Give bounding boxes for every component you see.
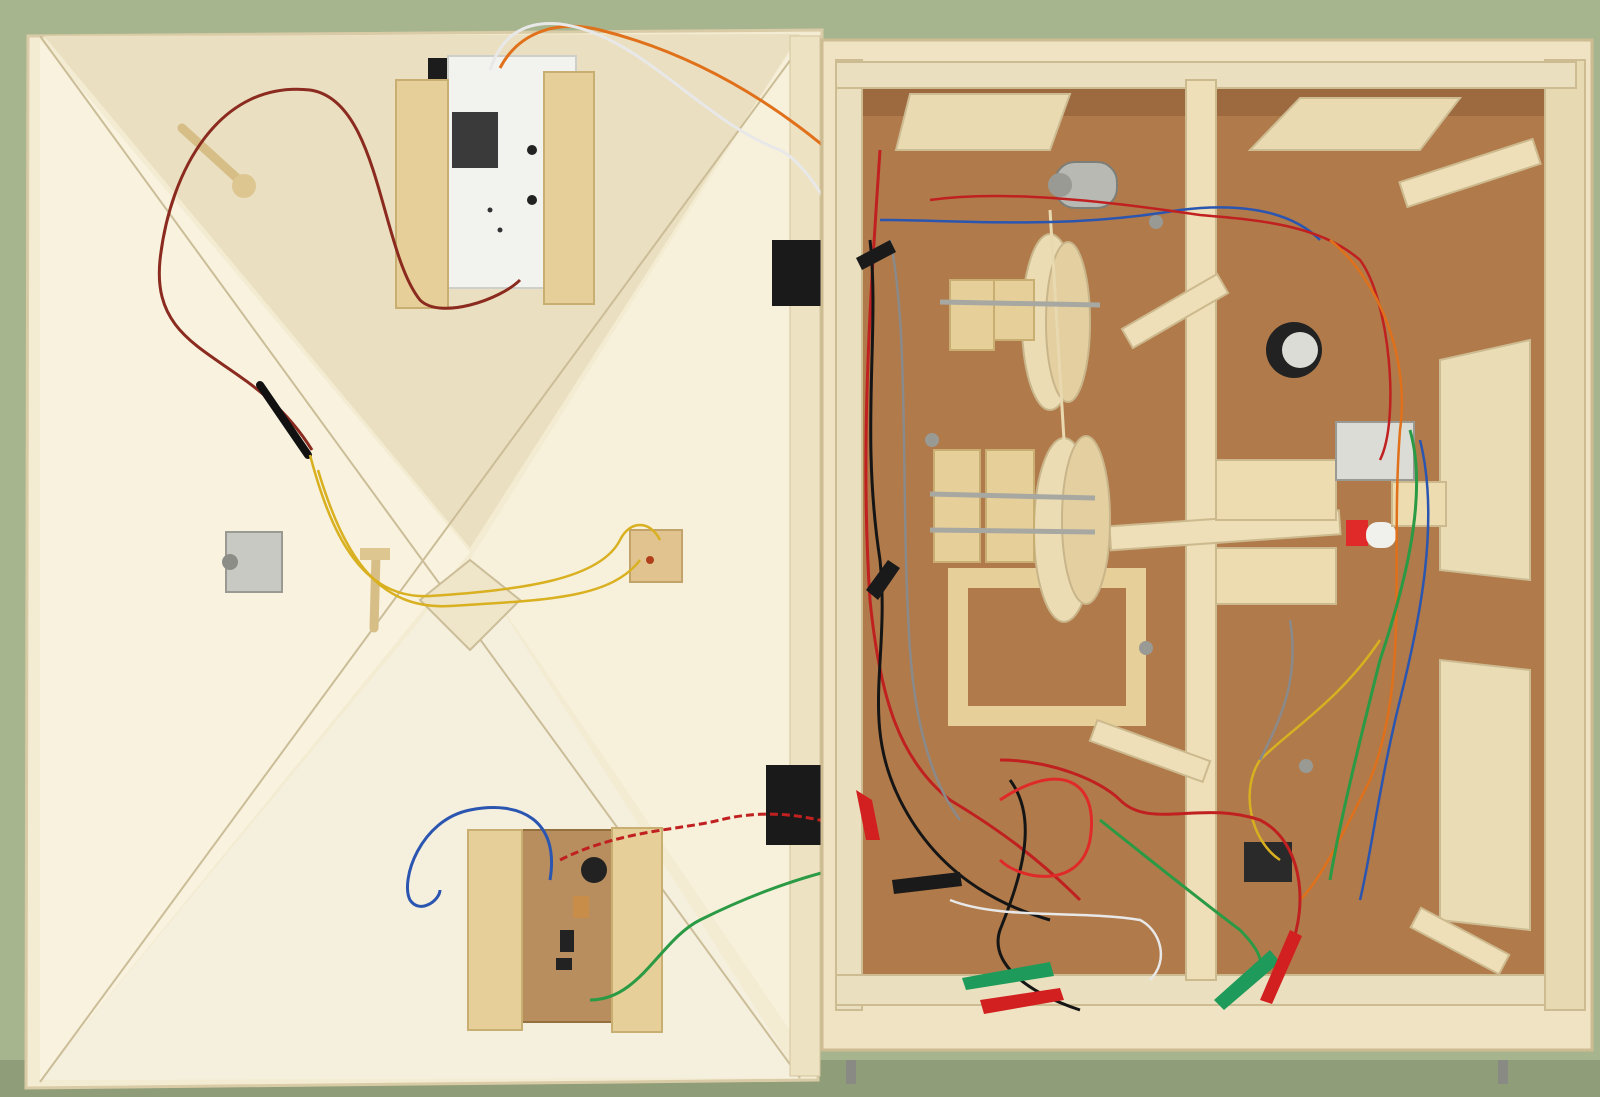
drive-belt [1048,209,1066,441]
wire-lid-yellow-1 [308,454,662,598]
axle-rod-1 [939,299,1101,308]
wire-box-red-loop [998,777,1093,878]
metal-plate-switch [225,531,283,593]
wire-box-black-left [868,239,1051,922]
batten-block-mid [1215,547,1337,605]
terminal-1 [1149,215,1163,229]
axle-block-1 [949,279,995,351]
wire-box-white-bottom [949,898,1163,981]
mirror-panel-left [894,93,1072,151]
batten-diag-bottom [1409,906,1511,976]
terminal-2 [925,433,939,447]
clip-green-2 [1214,950,1280,1010]
terminal-3 [1139,641,1153,655]
axle-block-2 [993,279,1035,341]
peg-center-head [360,548,390,560]
screw-bottom-right [1498,1060,1508,1084]
peg-top-head [232,174,256,198]
wire-lid-blue-loop [406,806,553,908]
side-panel-upper [1439,338,1531,582]
terminal-4 [1299,759,1313,773]
screw-bottom-left [846,1060,856,1084]
lid-diagonal-1 [39,35,801,1079]
wire-box-gray-mid [1258,619,1294,761]
wood-block-hole [646,556,654,564]
axle-rod-3 [929,527,1096,535]
wire-box-gray-left [888,239,962,821]
clip-red-3 [856,790,880,840]
wire-lid-white [488,21,832,211]
box-left-wall [835,59,863,1011]
open-box [820,38,1594,1052]
open-lid [24,21,901,1090]
pulley-upper [1021,233,1091,411]
lid-hinge-strip [789,35,821,1077]
batten-diag-right-top [1398,137,1542,209]
batten-block-right [1215,459,1337,521]
switch-knob [222,554,238,570]
transistor-board [467,827,663,1033]
wire-box-red-left [864,149,1082,902]
batten-diag-low [1088,718,1212,784]
batten-diag-top [1120,272,1230,350]
wire-box-blue-right [1358,439,1430,901]
wire-box-green-right [1328,429,1419,881]
lid-diagonal-2 [39,35,809,1083]
clip-black-1 [892,872,962,894]
clip-black-2 [866,560,900,600]
buzzer [1266,322,1322,378]
peg-center [369,551,381,633]
tape-hinge-top [772,240,824,306]
clip-green-1 [962,962,1054,990]
wire-box-red-top [929,194,1392,461]
wire-lid-red-twisted [157,87,522,451]
wire-box-blue-top [879,206,1321,241]
clip-black-3 [856,240,896,270]
wire-lid-yellow-2 [316,469,641,608]
axle-block-3 [933,449,981,563]
wood-block-right [629,529,683,583]
box-right-wall [1544,59,1586,1011]
dc-motor [1048,161,1118,209]
mirror-panel-right [1247,97,1463,151]
clip-red-1 [980,988,1064,1014]
axle-block-4 [985,449,1035,563]
wire-box-orange-right [1299,239,1404,901]
wire-lid-white-orange [498,24,841,162]
tape-hinge-bottom [766,765,822,845]
wire-box-black-bottom [996,779,1081,1012]
axle-rod-2 [929,491,1096,501]
wire-box-red-bottom [999,758,1302,951]
clip-red-2 [1260,930,1302,1004]
relay-board [395,55,595,309]
wire-lid-black-sleeve [256,381,312,459]
side-panel-lower [1439,658,1531,932]
